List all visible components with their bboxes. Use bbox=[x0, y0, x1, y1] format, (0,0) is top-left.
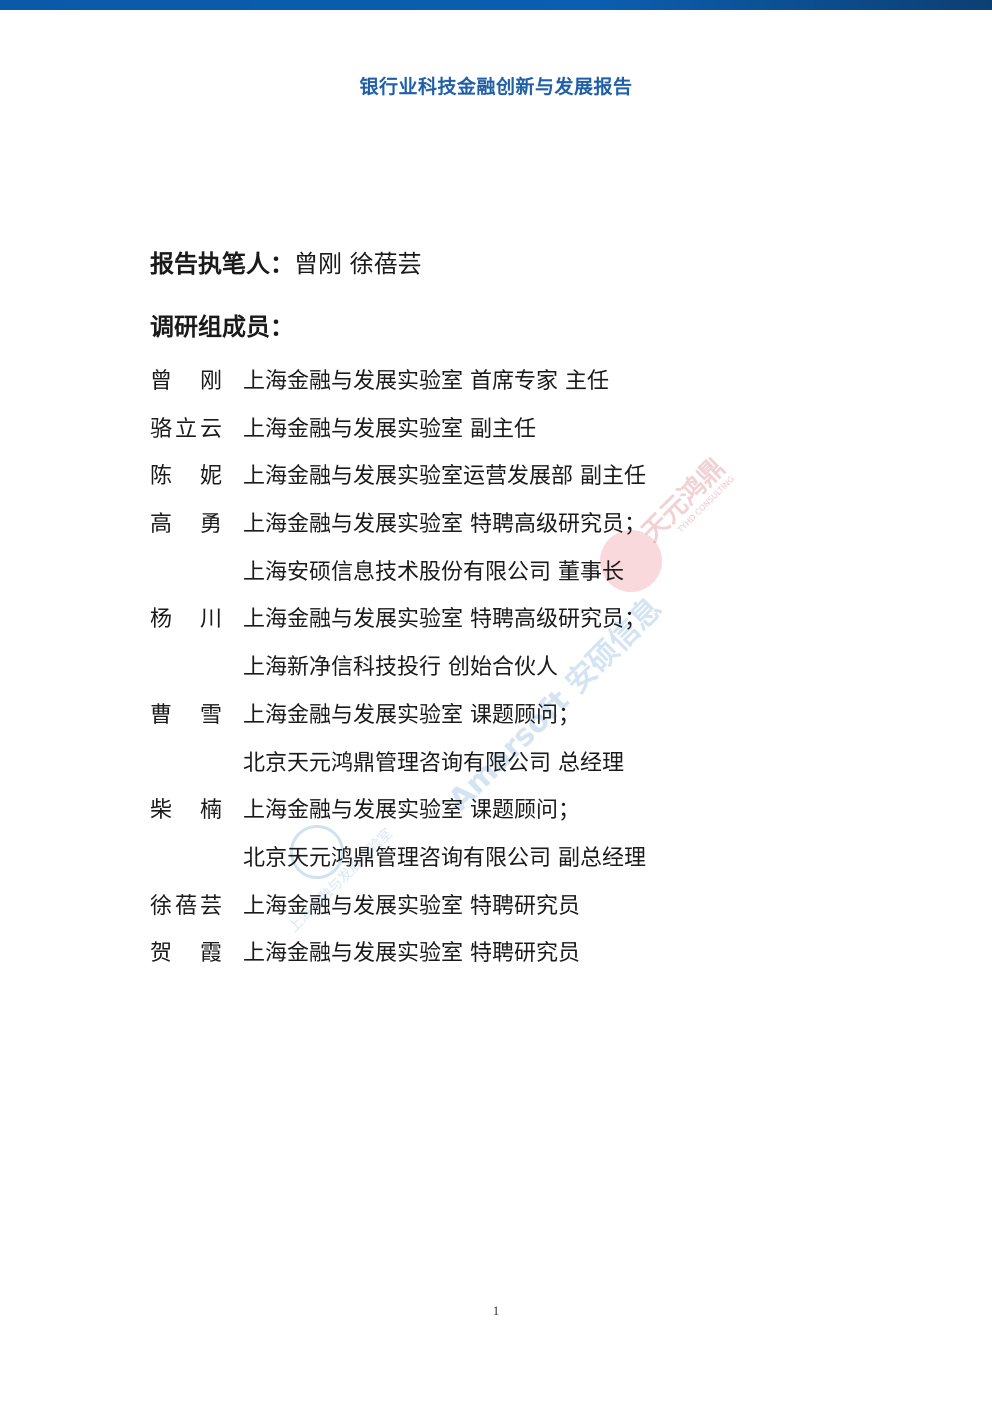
member-name-char: 柴 bbox=[150, 798, 173, 824]
running-header-title: 银行业科技金融创新与发展报告 bbox=[359, 76, 633, 98]
member-affiliation: 上海金融与发展实验室运营发展部 副主任 bbox=[243, 464, 646, 490]
member-affiliation: 上海金融与发展实验室 特聘高级研究员； bbox=[243, 512, 646, 538]
member-row: 骆立云上海金融与发展实验室 副主任 bbox=[150, 412, 850, 460]
report-authors: 报告执笔人：曾刚 徐蓓芸 bbox=[150, 247, 422, 281]
member-name: 曹雪 bbox=[150, 698, 222, 734]
member-row: 曹雪上海金融与发展实验室 课题顾问； bbox=[150, 698, 850, 746]
member-name: 曾刚 bbox=[150, 364, 222, 400]
member-name-char: 陈 bbox=[150, 464, 173, 490]
member-list: 曾刚上海金融与发展实验室 首席专家 主任骆立云上海金融与发展实验室 副主任陈妮上… bbox=[150, 364, 850, 984]
member-name: 柴楠 bbox=[150, 793, 222, 829]
member-name-char: 妮 bbox=[199, 464, 222, 490]
member-name-char: 云 bbox=[199, 416, 222, 442]
member-name-char: 川 bbox=[199, 607, 222, 633]
member-row: 上海安硕信息技术股份有限公司 董事长 bbox=[150, 555, 850, 603]
member-affiliation: 上海金融与发展实验室 特聘研究员 bbox=[243, 893, 580, 919]
member-affiliation: 北京天元鸿鼎管理咨询有限公司 副总经理 bbox=[243, 845, 646, 871]
member-row: 上海新净信科技投行 创始合伙人 bbox=[150, 650, 850, 698]
member-name-char: 贺 bbox=[150, 941, 173, 967]
team-heading: 调研组成员： bbox=[150, 312, 294, 341]
authors-label: 报告执笔人： bbox=[150, 249, 294, 278]
member-row: 徐蓓芸上海金融与发展实验室 特聘研究员 bbox=[150, 889, 850, 937]
member-row: 北京天元鸿鼎管理咨询有限公司 副总经理 bbox=[150, 841, 850, 889]
member-affiliation: 上海金融与发展实验室 特聘高级研究员； bbox=[243, 607, 646, 633]
member-row: 高勇上海金融与发展实验室 特聘高级研究员； bbox=[150, 507, 850, 555]
member-name-char: 骆 bbox=[150, 416, 173, 442]
member-name: 贺霞 bbox=[150, 936, 222, 972]
member-affiliation: 上海安硕信息技术股份有限公司 董事长 bbox=[243, 559, 624, 585]
header-accent-bar bbox=[0, 0, 992, 10]
member-name: 陈妮 bbox=[150, 459, 222, 495]
page-number: 1 bbox=[492, 1303, 500, 1318]
member-name-char: 曾 bbox=[150, 369, 173, 394]
member-affiliation: 上海金融与发展实验室 特聘研究员 bbox=[243, 941, 580, 967]
member-name-char: 蓓 bbox=[174, 893, 197, 919]
member-name-char: 杨 bbox=[150, 607, 173, 633]
member-row: 陈妮上海金融与发展实验室运营发展部 副主任 bbox=[150, 459, 850, 507]
member-name-char: 楠 bbox=[199, 798, 222, 824]
member-affiliation: 上海金融与发展实验室 课题顾问； bbox=[243, 702, 580, 728]
member-name-char: 高 bbox=[150, 512, 173, 538]
member-name-char: 雪 bbox=[199, 702, 222, 728]
member-name-char: 芸 bbox=[199, 893, 222, 919]
member-name-char: 曹 bbox=[150, 702, 173, 728]
member-name: 杨川 bbox=[150, 602, 222, 638]
member-row: 北京天元鸿鼎管理咨询有限公司 总经理 bbox=[150, 746, 850, 794]
member-name-char: 立 bbox=[174, 416, 197, 442]
member-affiliation: 上海金融与发展实验室 副主任 bbox=[243, 416, 536, 442]
member-affiliation: 北京天元鸿鼎管理咨询有限公司 总经理 bbox=[243, 750, 624, 776]
member-name: 徐蓓芸 bbox=[150, 889, 222, 925]
member-affiliation: 上海金融与发展实验室 课题顾问； bbox=[243, 798, 580, 824]
member-row: 贺霞上海金融与发展实验室 特聘研究员 bbox=[150, 936, 850, 984]
member-name-char: 徐 bbox=[150, 893, 173, 919]
member-row: 柴楠上海金融与发展实验室 课题顾问； bbox=[150, 793, 850, 841]
member-name: 高勇 bbox=[150, 507, 222, 543]
member-affiliation: 上海金融与发展实验室 首席专家 主任 bbox=[243, 369, 609, 394]
authors-names: 曾刚 徐蓓芸 bbox=[294, 250, 422, 278]
member-name-char: 刚 bbox=[199, 369, 222, 394]
member-name: 骆立云 bbox=[150, 412, 222, 448]
member-row: 杨川上海金融与发展实验室 特聘高级研究员； bbox=[150, 602, 850, 650]
member-name-char: 勇 bbox=[199, 512, 222, 538]
member-name-char: 霞 bbox=[199, 941, 222, 967]
member-affiliation: 上海新净信科技投行 创始合伙人 bbox=[243, 655, 558, 681]
member-row: 曾刚上海金融与发展实验室 首席专家 主任 bbox=[150, 364, 850, 412]
